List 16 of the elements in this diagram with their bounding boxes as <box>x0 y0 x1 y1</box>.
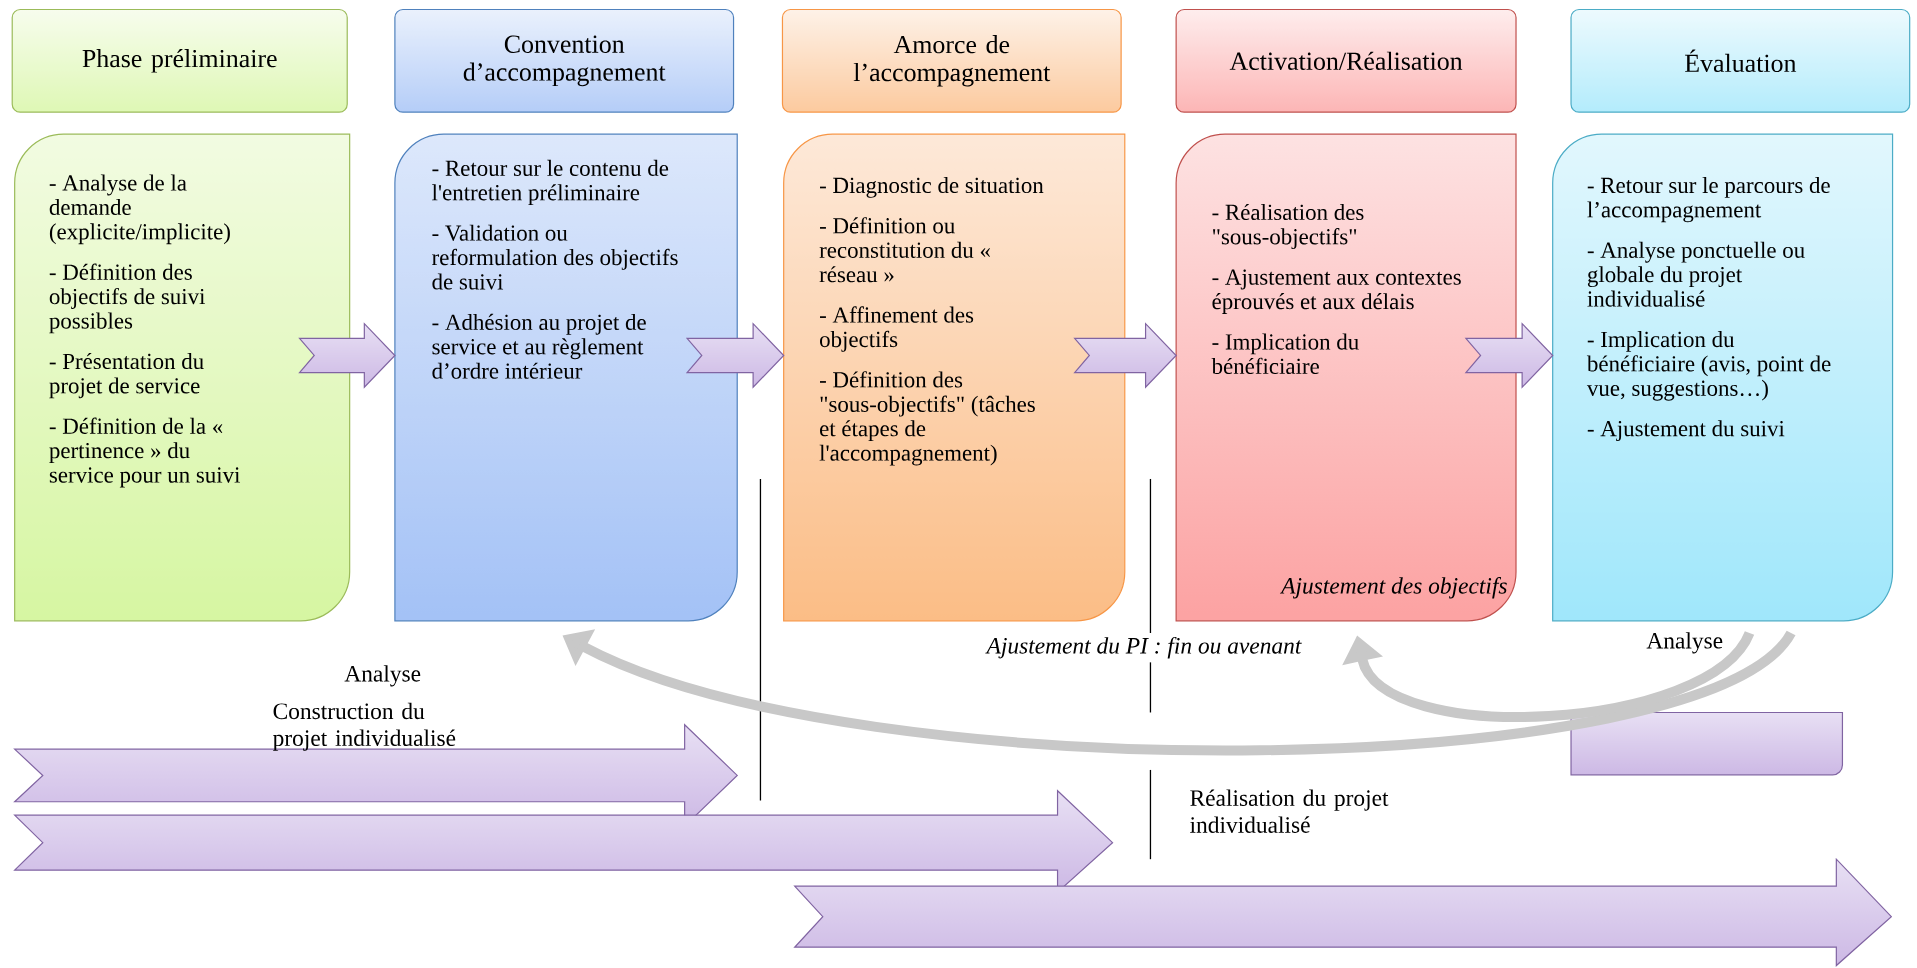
annotation-text: Ajustement des objectifs <box>1279 577 1507 599</box>
phase-card: - Analyse de la demande (explicite/implicite) - Définition des objectifs de suivi possibles - Présentation du projet de service - Définition de la « pertinence » du service pour un suivi <box>14 133 351 622</box>
phase-header: Amorce de l’accompagnement <box>781 8 1122 113</box>
annotation-text: Réalisation du projet individualisé <box>1190 789 1389 833</box>
phase-card: - Retour sur le contenu de l'entretien préliminaire - Validation ou reformulation des objectifs de suivi - Adhésion au projet de service et au règlement d’ordre intérieur <box>394 133 738 622</box>
annotation-text: Ajustement du PI : fin ou avenant <box>985 636 1302 659</box>
phase-card: - Diagnostic de situation - Définition ou reconstitution du « réseau » - Affinement des objectifs - Définition des "sous-objectifs" (tâches et étapes de l'accompagnement) <box>783 133 1126 622</box>
annotation-text: Analyse <box>344 665 421 687</box>
phase-header: Convention d’accompagnement <box>394 8 735 113</box>
phase-header: Activation/Réalisation <box>1175 8 1517 113</box>
phase-header: Évaluation <box>1570 8 1911 113</box>
curved-arrow <box>1342 630 1754 722</box>
phase-card: - Retour sur le parcours de l’accompagnement - Analyse ponctuelle ou globale du projet individualisé - Implication du bénéficiaire (avis, point de vue, suggestions…) - Ajustement du suivi <box>1552 133 1894 622</box>
annotation-text: Analyse <box>1646 632 1723 654</box>
phase-header: Phase préliminaire <box>11 8 348 113</box>
annotation-text: Construction du projet individualisé <box>273 702 456 751</box>
